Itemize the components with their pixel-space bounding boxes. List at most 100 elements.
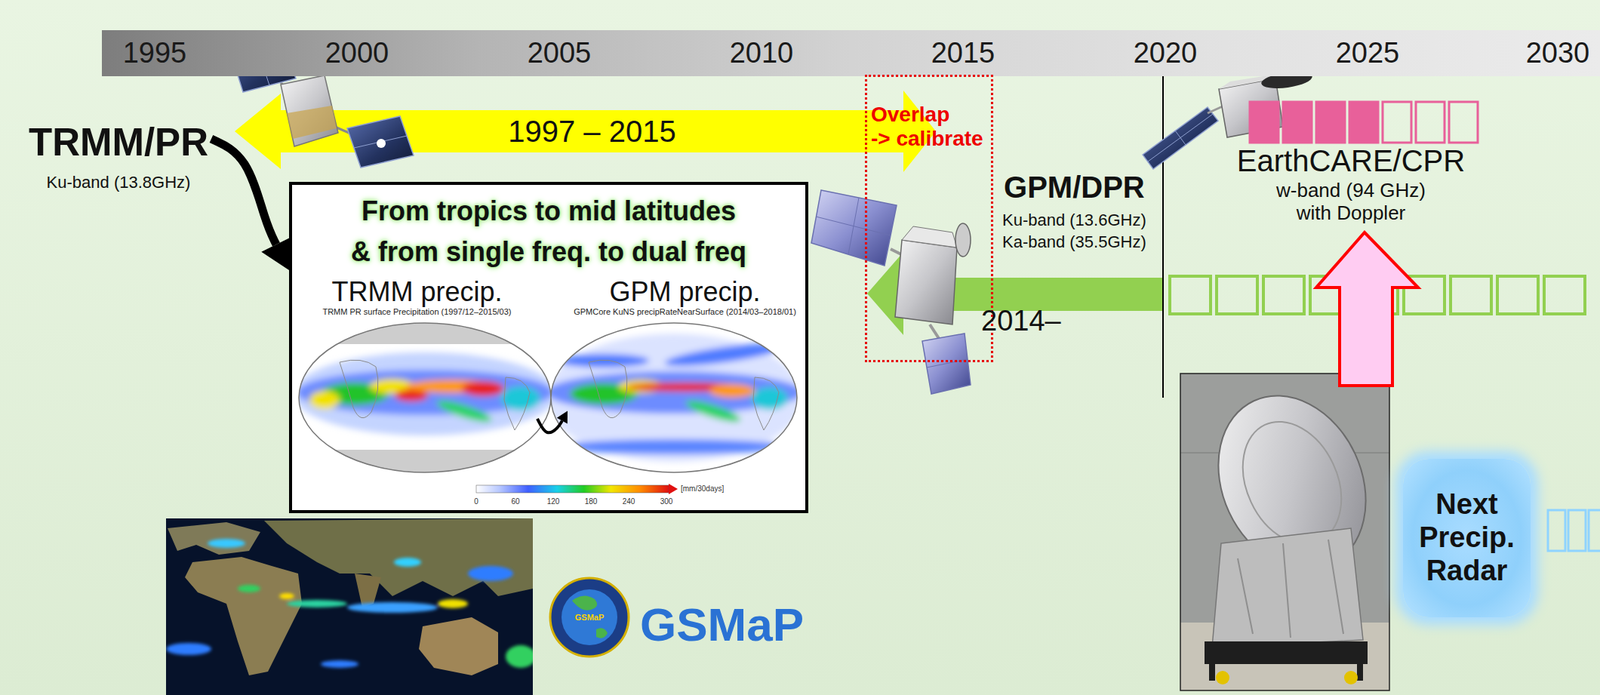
gsmap-image xyxy=(418,617,499,676)
gpm-precip-map xyxy=(550,323,797,473)
year-label: 2010 xyxy=(729,36,794,71)
gsmap-image xyxy=(166,518,533,695)
radar-photo xyxy=(1237,539,1344,638)
gsmap-image xyxy=(347,602,438,613)
yellow-period-arrow xyxy=(234,90,936,173)
photo-frame xyxy=(1180,373,1390,691)
gsmap-image xyxy=(437,599,468,609)
map-title: GPM precip. xyxy=(567,276,803,308)
year-label: 2005 xyxy=(527,36,592,71)
overlap-note: -> calibrate xyxy=(870,126,988,151)
gpm-precip-map xyxy=(663,338,785,371)
mission-name: GPM/DPR xyxy=(1002,169,1147,205)
trmm-precip-map xyxy=(294,320,555,345)
radar-photo xyxy=(1180,373,1390,691)
gpm-satellite xyxy=(922,333,971,394)
earthcare-period-squares xyxy=(1249,101,1478,143)
gsmap-image xyxy=(393,557,422,567)
earthcare-period-squares xyxy=(1316,101,1345,143)
panel-heading: From tropics to mid latitudes & from sin… xyxy=(296,190,801,273)
map-subtitle: GPMCore KuNS precipRateNearSurface (2014… xyxy=(567,307,803,318)
band-spec: w-band (94 GHz) with Doppler xyxy=(1236,179,1465,225)
future-period-squares xyxy=(1450,276,1492,314)
trmm-precip-map xyxy=(292,320,557,477)
gsmap-image xyxy=(467,566,514,582)
gpm-precip-map xyxy=(545,333,803,462)
trmm-precip-map xyxy=(461,381,505,397)
mission-label: GPM/DPRKu-band (13.6GHz)Ka-band (35.5GHz… xyxy=(999,169,1150,253)
curved-arrow xyxy=(537,418,563,433)
curved-arrow xyxy=(211,138,277,245)
year-label: 2020 xyxy=(1133,36,1198,71)
radar-photo xyxy=(1204,641,1368,665)
connector-group xyxy=(211,138,292,271)
gsmap-logo xyxy=(561,589,618,646)
future-period-squares xyxy=(1544,276,1585,314)
earthcare-period-squares xyxy=(1283,101,1312,143)
trmm-satellite xyxy=(347,116,414,168)
future-period-squares xyxy=(1169,276,1211,314)
future-period-squares xyxy=(1216,276,1258,314)
trmm-precip-map xyxy=(292,352,557,436)
band-spec: Ku-band (13.8GHz) xyxy=(28,172,209,192)
gsmap-image xyxy=(184,556,302,676)
gpm-precip-map xyxy=(545,323,803,473)
earthcare-period-squares xyxy=(1415,101,1445,143)
gpm-satellite xyxy=(811,190,897,266)
gpm-precip-map xyxy=(709,384,755,398)
year-label: 2025 xyxy=(1335,36,1400,71)
future-period-squares xyxy=(1263,276,1305,314)
scale-number: 180 xyxy=(584,497,598,507)
arrow-head xyxy=(556,410,568,424)
gpm-satellite xyxy=(811,190,971,394)
period-text: 2014– xyxy=(981,304,1062,339)
gsmap-image xyxy=(166,643,212,656)
trmm-satellite xyxy=(376,138,386,148)
gsmap-image xyxy=(166,538,533,668)
earthcare-period-squares xyxy=(1382,101,1412,143)
earthcare-satellite xyxy=(1147,113,1213,162)
next-radar-box: Next Precip. Radar xyxy=(1403,458,1531,618)
gpm-precip-map xyxy=(588,360,628,419)
connector-group xyxy=(537,410,568,433)
overlap-note: Overlap xyxy=(870,102,988,127)
gpm-precip-map xyxy=(751,387,788,410)
trmm-precip-map xyxy=(309,390,340,410)
gpm-satellite xyxy=(848,197,859,255)
next-radar-squares xyxy=(1588,510,1600,551)
radar-photo xyxy=(1344,670,1358,685)
gpm-satellite xyxy=(929,324,940,340)
timeline-bar: 19952000200520102015202020252030 xyxy=(101,30,1600,77)
scale-number: 300 xyxy=(660,497,674,507)
gsmap-image xyxy=(207,538,246,548)
trmm-precip-map xyxy=(504,377,530,431)
logo-wordmark: GSMaP xyxy=(640,597,804,652)
earthcare-period-squares xyxy=(1449,101,1478,143)
mission-name: TRMM/PR xyxy=(28,120,209,166)
mission-name: EarthCARE/CPR xyxy=(1236,143,1465,179)
next-radar-squares xyxy=(1568,510,1586,551)
scale-number: 60 xyxy=(510,497,520,507)
gsmap-image xyxy=(264,518,533,597)
gsmap-image xyxy=(237,584,261,593)
scale-unit: [mm/30days] xyxy=(680,484,724,494)
earthcare-satellite xyxy=(1142,107,1219,170)
gsmap-image xyxy=(505,645,533,668)
trmm-precip-map xyxy=(501,386,541,411)
trmm-precip-map xyxy=(339,360,379,419)
gpm-precip-map xyxy=(545,371,803,414)
gpm-precip-map xyxy=(545,333,803,462)
scale-number: 0 xyxy=(473,497,479,507)
earthcare-satellite xyxy=(1175,130,1186,145)
mission-label: TRMM/PR Ku-band (13.8GHz) xyxy=(25,119,212,194)
gpm-satellite xyxy=(901,226,957,248)
gpm-precip-map xyxy=(560,439,788,455)
gsmap-logo xyxy=(572,595,597,610)
year-label: 2030 xyxy=(1526,36,1591,71)
radar-photo xyxy=(1356,664,1364,681)
map-title: TRMM precip. xyxy=(296,276,538,308)
